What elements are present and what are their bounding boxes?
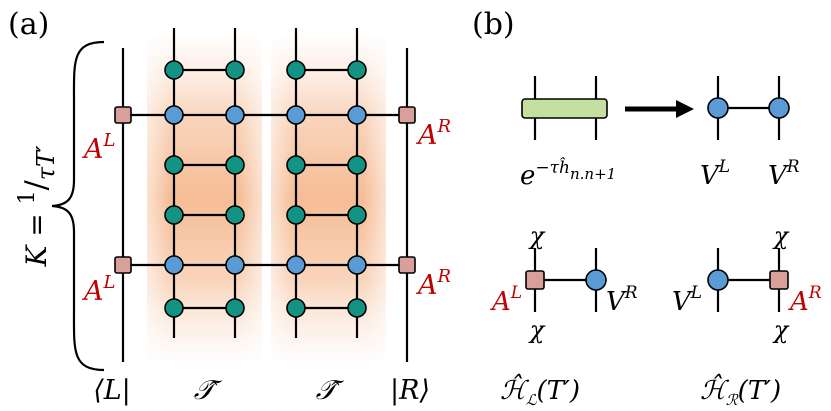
ar-top-label: AR xyxy=(415,116,451,151)
vr-node xyxy=(768,97,790,119)
hl-al-label: AL xyxy=(490,283,522,317)
hl-al-node xyxy=(525,270,545,290)
hr-ar-node xyxy=(769,270,789,290)
boundary-tensors xyxy=(114,106,416,274)
hr-vl-node xyxy=(707,269,729,291)
v-tensors xyxy=(164,105,367,275)
vr-label: VR xyxy=(768,157,800,191)
gate-tensors xyxy=(164,60,367,318)
svg-text:K = 1/τT′: K = 1/τT′ xyxy=(15,145,60,268)
left-boundary-label: ⟨L| xyxy=(93,375,131,406)
vl-node xyxy=(707,97,729,119)
panel-a-label: (a) xyxy=(8,7,49,42)
hr-vl-label: VL xyxy=(672,283,702,317)
curly-brace xyxy=(51,40,105,372)
hl-caption: ℋ̂ℒ(T′) xyxy=(500,373,580,409)
al-bot-label: AL xyxy=(81,272,115,307)
k-label: K = 1/τT′ xyxy=(15,145,60,268)
right-boundary-label: |R⟩ xyxy=(390,375,430,406)
panel-b: (b) e−τĥn.n+1 VL VR χ xyxy=(472,7,822,409)
two-site-gate xyxy=(521,98,608,119)
chi-label-2: χ xyxy=(528,316,546,344)
panel-a: (a) K = 1/τT′ xyxy=(8,7,451,406)
hl-vr-node xyxy=(585,269,607,291)
vl-label: VL xyxy=(700,157,730,191)
chi-label-3: χ xyxy=(772,222,790,250)
chi-label-4: χ xyxy=(772,316,790,344)
arrow-icon xyxy=(625,100,694,118)
hr-ar-label: AR xyxy=(788,283,822,317)
hr-caption: ℋ̂ℛ(T′) xyxy=(700,373,781,409)
gate-label: e−τĥn.n+1 xyxy=(520,157,616,191)
al-top-label: AL xyxy=(81,130,115,165)
transfer-label-2: 𝒯̂ xyxy=(316,375,345,406)
chi-label-1: χ xyxy=(528,222,546,250)
hl-vr-label: VR xyxy=(606,283,638,317)
transfer-label-1: 𝒯̂ xyxy=(194,375,223,406)
panel-b-label: (b) xyxy=(472,7,515,42)
ar-bot-label: AR xyxy=(415,266,451,301)
